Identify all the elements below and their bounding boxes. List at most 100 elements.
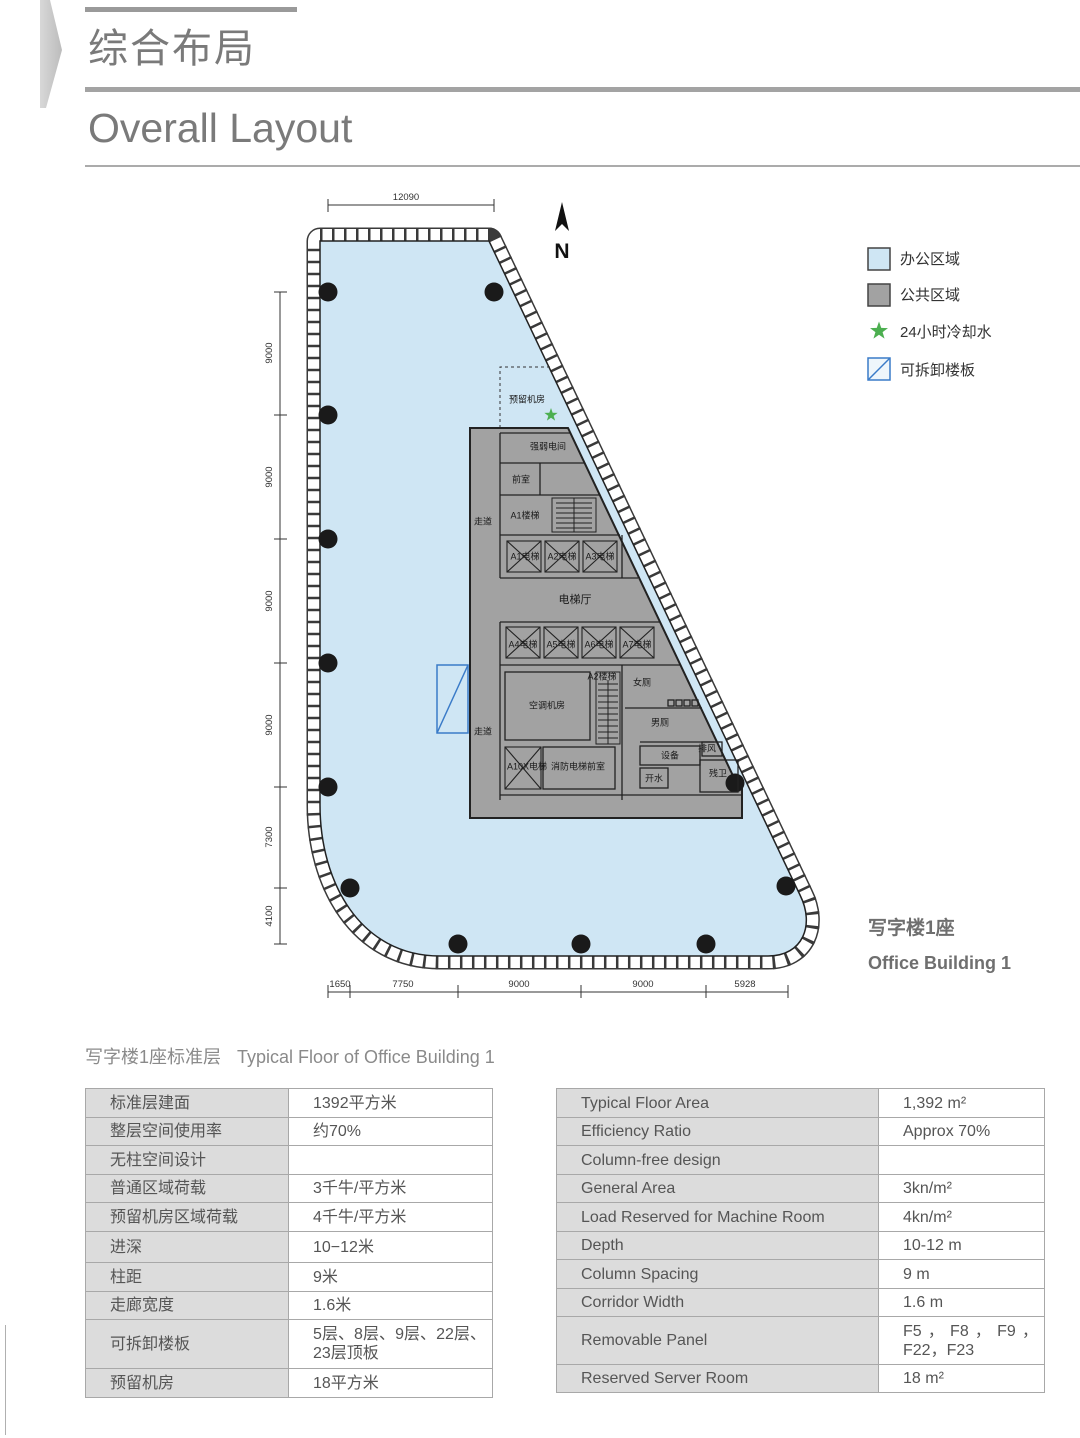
table-row: 无柱空间设计 — [85, 1145, 493, 1175]
spec-label: Column Spacing — [556, 1259, 879, 1289]
header-rule — [85, 87, 1080, 92]
room-label-corridor: 走道 — [474, 725, 492, 736]
structural-column — [448, 934, 468, 954]
spec-label: Reserved Server Room — [556, 1364, 879, 1393]
public-area-swatch-icon — [867, 283, 891, 307]
building-label-en: Office Building 1 — [868, 953, 1011, 973]
dimension-left — [274, 291, 287, 945]
spec-label: 无柱空间设计 — [85, 1145, 289, 1175]
spec-value — [878, 1145, 1045, 1175]
dimension-label: 12090 — [393, 192, 419, 203]
room-label-fire-elevator: A10X电梯 — [507, 760, 547, 771]
room-label-fire-lobby: 消防电梯前室 — [551, 760, 605, 771]
structural-column — [725, 773, 745, 793]
spec-label: Depth — [556, 1231, 879, 1260]
spec-value: 18平方米 — [288, 1368, 493, 1398]
dimension-label: 9000 — [508, 979, 529, 990]
structural-columns — [318, 282, 796, 954]
building-label-cn: 写字楼1座 — [868, 916, 955, 939]
spec-label: Column-free design — [556, 1145, 879, 1175]
structural-column — [571, 934, 591, 954]
spec-value: 9 m — [878, 1259, 1045, 1289]
north-arrow-icon — [555, 202, 569, 231]
elevator-label: A7电梯 — [622, 638, 651, 649]
structural-column — [318, 282, 338, 302]
spec-value: 1,392 m² — [878, 1088, 1045, 1118]
spec-value: 10-12 m — [878, 1231, 1045, 1260]
elevator-shaft — [543, 626, 579, 659]
fire-elevator-shaft — [504, 746, 542, 790]
room-label-ac-room: 空调机房 — [529, 699, 565, 710]
elevator-label: A3电梯 — [585, 550, 614, 561]
spec-label: Typical Floor Area — [556, 1088, 879, 1118]
elevator-shaft — [544, 540, 580, 573]
spec-value: Approx 70% — [878, 1117, 1045, 1146]
caption-en: Typical Floor of Office Building 1 — [237, 1047, 495, 1067]
room-label-lobby: 电梯厅 — [559, 593, 592, 606]
spec-value: 3kn/m² — [878, 1174, 1045, 1203]
spec-value — [288, 1145, 493, 1175]
dimension-label: 9000 — [264, 342, 275, 363]
dimension-label: 9000 — [264, 590, 275, 611]
room-label-stair-a2: A2楼梯 — [587, 670, 616, 681]
page-title-en: Overall Layout — [88, 105, 353, 151]
dimension-label: 4100 — [264, 905, 275, 926]
elevator-label: A2电梯 — [547, 550, 576, 561]
spec-label: Removable Panel — [556, 1316, 879, 1365]
room-label-boiling-water: 开水 — [645, 772, 663, 783]
spec-label: 进深 — [85, 1231, 289, 1263]
page-title-cn: 综合布局 — [88, 27, 256, 71]
room-label-equipment: 设备 — [661, 749, 679, 760]
spec-value: F5，F8，F9，F22，F23 — [878, 1316, 1045, 1365]
spec-value: 3千牛/平方米 — [288, 1174, 493, 1203]
spec-label: Corridor Width — [556, 1288, 879, 1317]
core-walls — [499, 432, 742, 800]
dimension-label: 9000 — [264, 714, 275, 735]
structural-column — [776, 876, 796, 896]
dimension-top — [327, 199, 495, 212]
spec-label: Load Reserved for Machine Room — [556, 1202, 879, 1232]
structural-column — [696, 934, 716, 954]
stair-a2 — [595, 671, 621, 745]
dimension-label: 7300 — [264, 826, 275, 847]
header-chevron — [40, 0, 62, 108]
room-label-accessible-wc: 残卫 — [709, 767, 727, 778]
structural-column — [318, 777, 338, 797]
header-thin-rule — [85, 165, 1080, 167]
room-label-female-wc: 女厕 — [633, 676, 651, 687]
dimension-label: 5928 — [734, 979, 755, 990]
office-area-swatch-icon — [867, 247, 891, 271]
server-room-outline — [499, 366, 550, 428]
structural-column — [318, 653, 338, 673]
spec-value: 1.6 m — [878, 1288, 1045, 1317]
elevator-shaft — [505, 626, 541, 659]
structural-column — [318, 405, 338, 425]
room-label-anteroom: 前室 — [512, 473, 530, 484]
elevator-shaft — [581, 626, 617, 659]
elevator-label: A4电梯 — [508, 638, 537, 649]
elevator-label: A1电梯 — [510, 550, 539, 561]
spec-label: General Area — [556, 1174, 879, 1203]
caption-cn: 写字楼1座标准层 — [85, 1047, 222, 1067]
elevator-label: A5电梯 — [546, 638, 575, 649]
dimension-label: 9000 — [264, 466, 275, 487]
spec-value: 18 m² — [878, 1364, 1045, 1393]
spec-value: 9米 — [288, 1262, 493, 1292]
scan-edge-line — [5, 1325, 6, 1435]
stair-a1 — [551, 497, 597, 533]
room-label-male-wc: 男厕 — [651, 717, 669, 727]
room-label-corridor: 走道 — [474, 515, 492, 526]
north-label: N — [554, 240, 569, 263]
